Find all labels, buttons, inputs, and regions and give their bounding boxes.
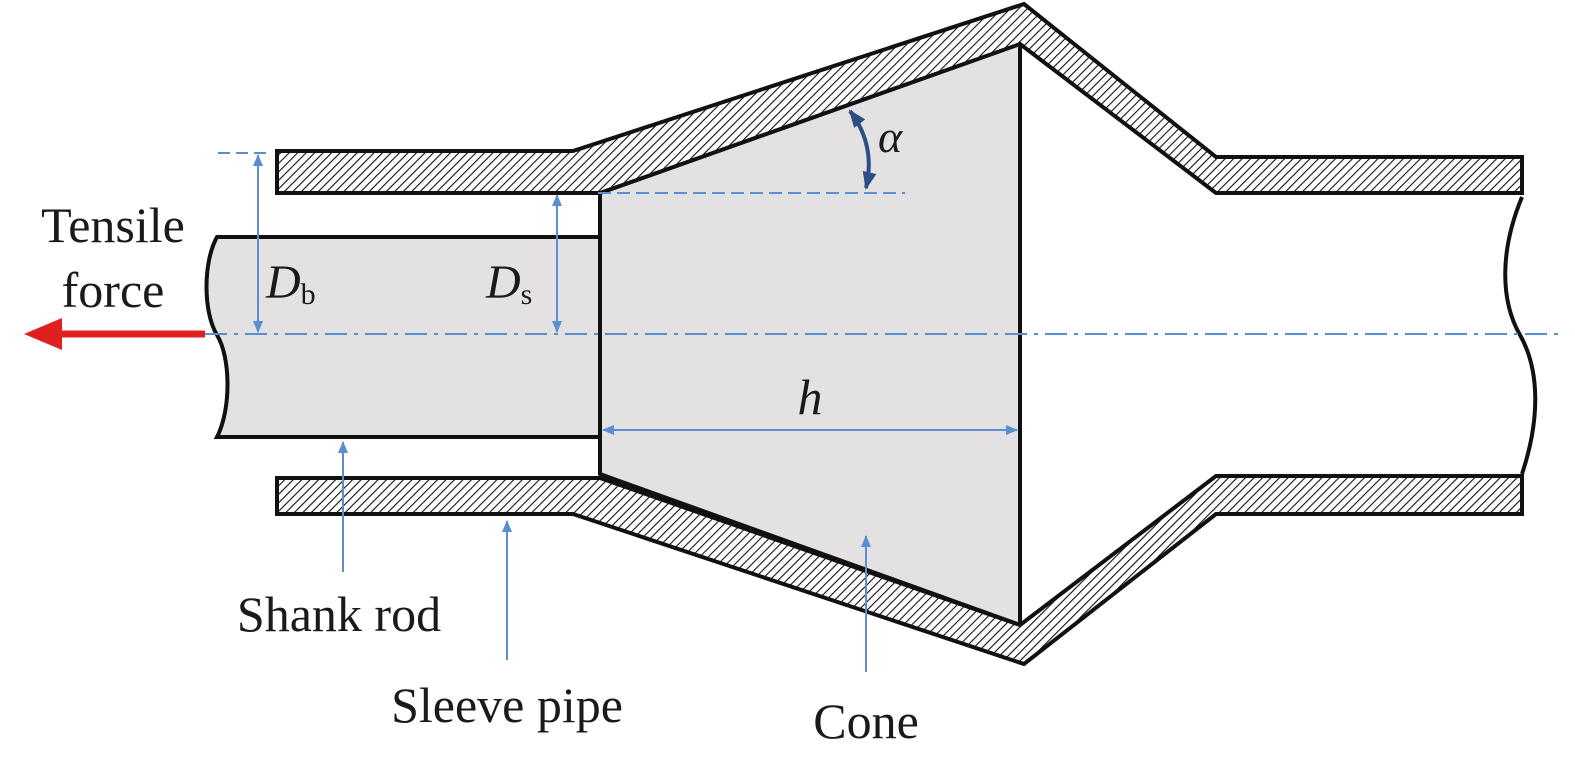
pipe-break-line — [1503, 196, 1538, 475]
cone-label: Cone — [813, 693, 919, 749]
sleeve-pipe-upper-wall — [275, 1, 1524, 195]
tensile-force-label-line2: force — [62, 262, 165, 318]
alpha-label: α — [878, 111, 903, 162]
sleeve-pipe-label: Sleeve pipe — [391, 677, 623, 733]
ds-label: Ds — [485, 256, 532, 311]
sleeve-pipe-lower-wall — [275, 474, 1524, 667]
shank-rod-label: Shank rod — [237, 586, 441, 642]
alpha-angle-arc — [848, 109, 877, 190]
tensile-force-arrowhead — [24, 318, 62, 350]
tensile-force-label-line1: Tensile — [41, 197, 185, 253]
h-label: h — [798, 369, 823, 425]
db-label: Db — [265, 256, 316, 311]
shank-rod — [204, 235, 602, 439]
